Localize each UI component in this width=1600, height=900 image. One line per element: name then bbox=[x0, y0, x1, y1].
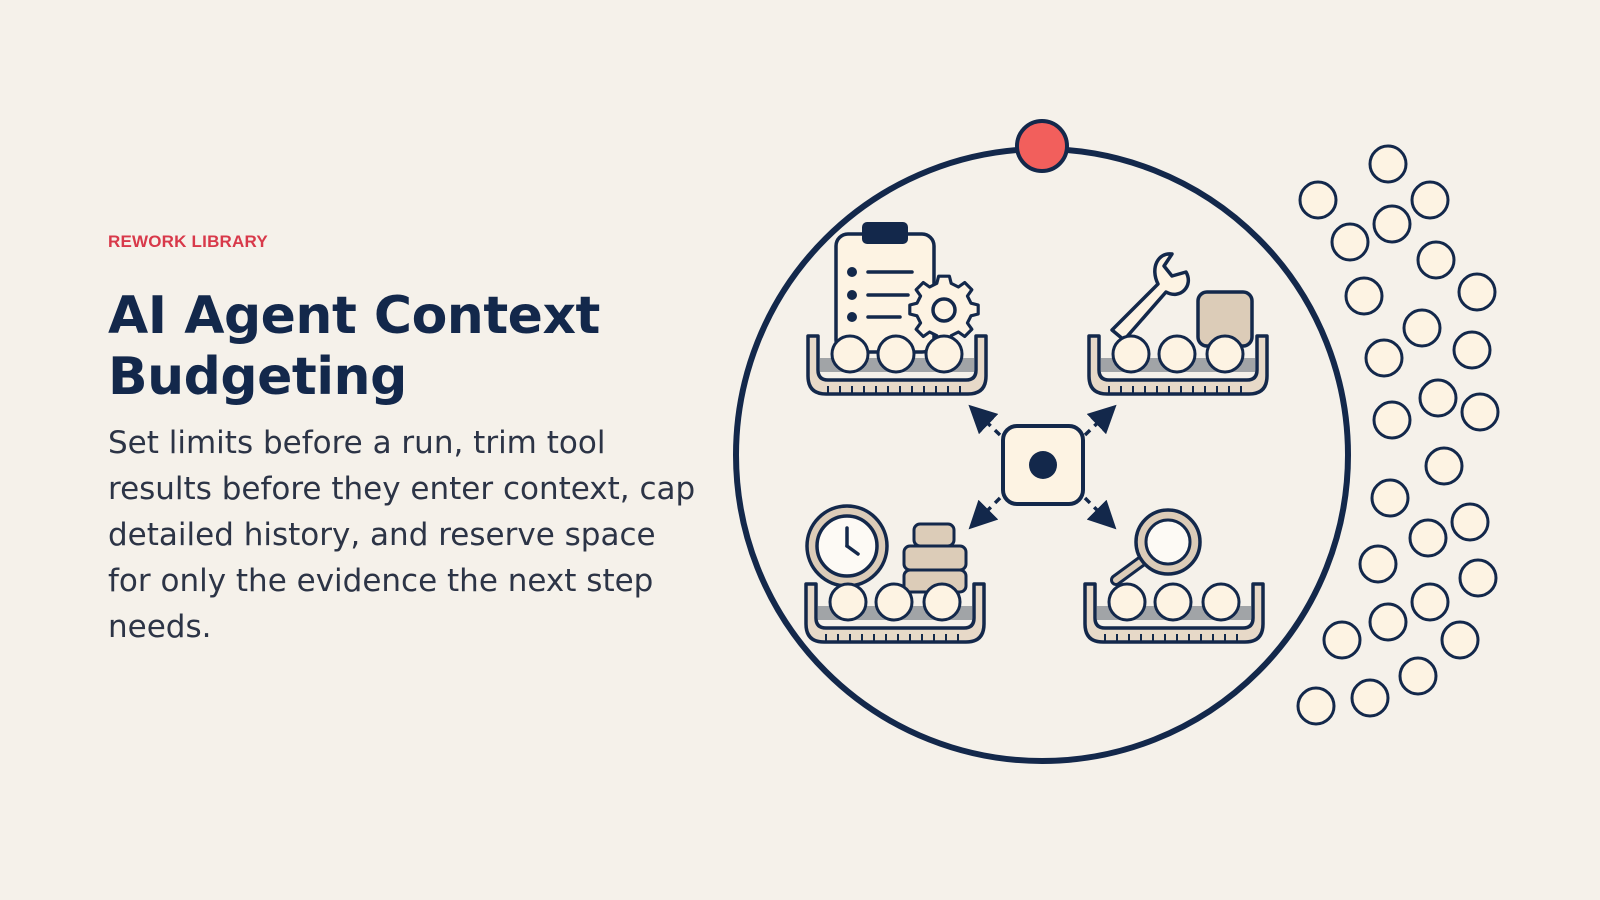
clock-icon bbox=[804, 504, 986, 644]
wrench-icon bbox=[1087, 252, 1269, 396]
page-subtitle: Set limits before a run, trim tool resul… bbox=[108, 425, 696, 645]
token-cloud bbox=[1296, 144, 1500, 726]
arrow-top-right bbox=[1083, 404, 1117, 437]
limit-marker-dot bbox=[1015, 119, 1069, 173]
page-title: AI Agent Context Budgeting bbox=[108, 286, 600, 407]
arrow-bottom-right bbox=[1083, 496, 1117, 530]
magnifier-icon bbox=[1083, 508, 1265, 644]
eyebrow-label: REWORK LIBRARY bbox=[108, 232, 268, 251]
arrow-top-left bbox=[968, 404, 1002, 437]
arrow-bottom-left bbox=[968, 496, 1002, 530]
central-hub-icon bbox=[1001, 424, 1085, 506]
hero-text: REWORK LIBRARY AI Agent Context Budgetin… bbox=[108, 232, 708, 650]
checklist-gear-icon bbox=[806, 222, 988, 396]
